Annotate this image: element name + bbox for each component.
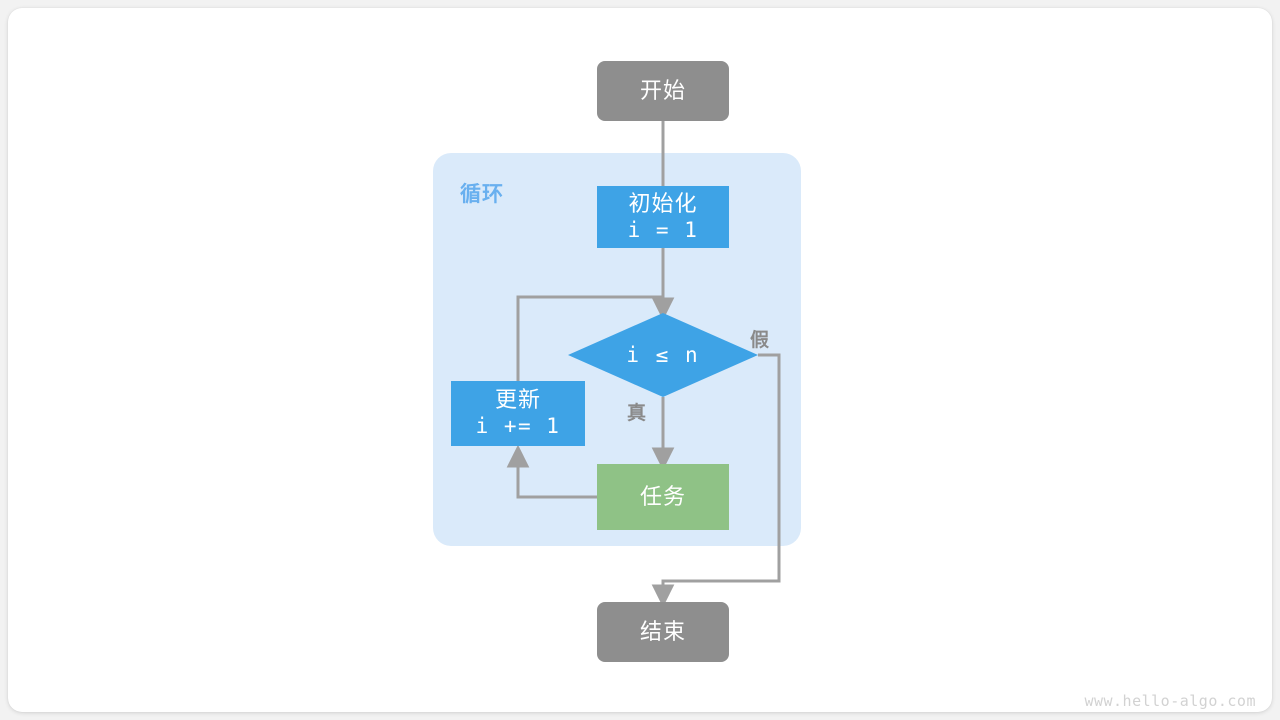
node-condition-label: i ≤ n bbox=[626, 343, 700, 367]
node-update-label: 更新 bbox=[494, 387, 541, 413]
loop-container-label: 循环 bbox=[460, 183, 504, 206]
edge-label-true: 真 bbox=[627, 403, 648, 424]
diamond-shape bbox=[568, 313, 758, 397]
watermark: www.hello-algo.com bbox=[1084, 692, 1256, 710]
diagram-card: 循环 bbox=[8, 8, 1272, 712]
edge-label-false: 假 bbox=[750, 330, 771, 351]
node-end-label: 结束 bbox=[639, 618, 686, 644]
node-init-label: 初始化 bbox=[628, 190, 698, 216]
node-task-label: 任务 bbox=[639, 483, 686, 509]
node-condition[interactable]: i ≤ n bbox=[568, 313, 758, 397]
node-task[interactable]: 任务 bbox=[597, 464, 729, 530]
node-update-expression: i += 1 bbox=[475, 414, 561, 439]
node-end[interactable]: 结束 bbox=[597, 602, 729, 662]
node-init-expression: i = 1 bbox=[627, 217, 699, 242]
diagram-stage: 循环 bbox=[8, 8, 1272, 712]
node-start-label: 开始 bbox=[639, 77, 686, 103]
node-update[interactable]: 更新 i += 1 bbox=[451, 381, 585, 446]
node-start[interactable]: 开始 bbox=[597, 61, 729, 121]
node-init[interactable]: 初始化 i = 1 bbox=[597, 186, 729, 248]
